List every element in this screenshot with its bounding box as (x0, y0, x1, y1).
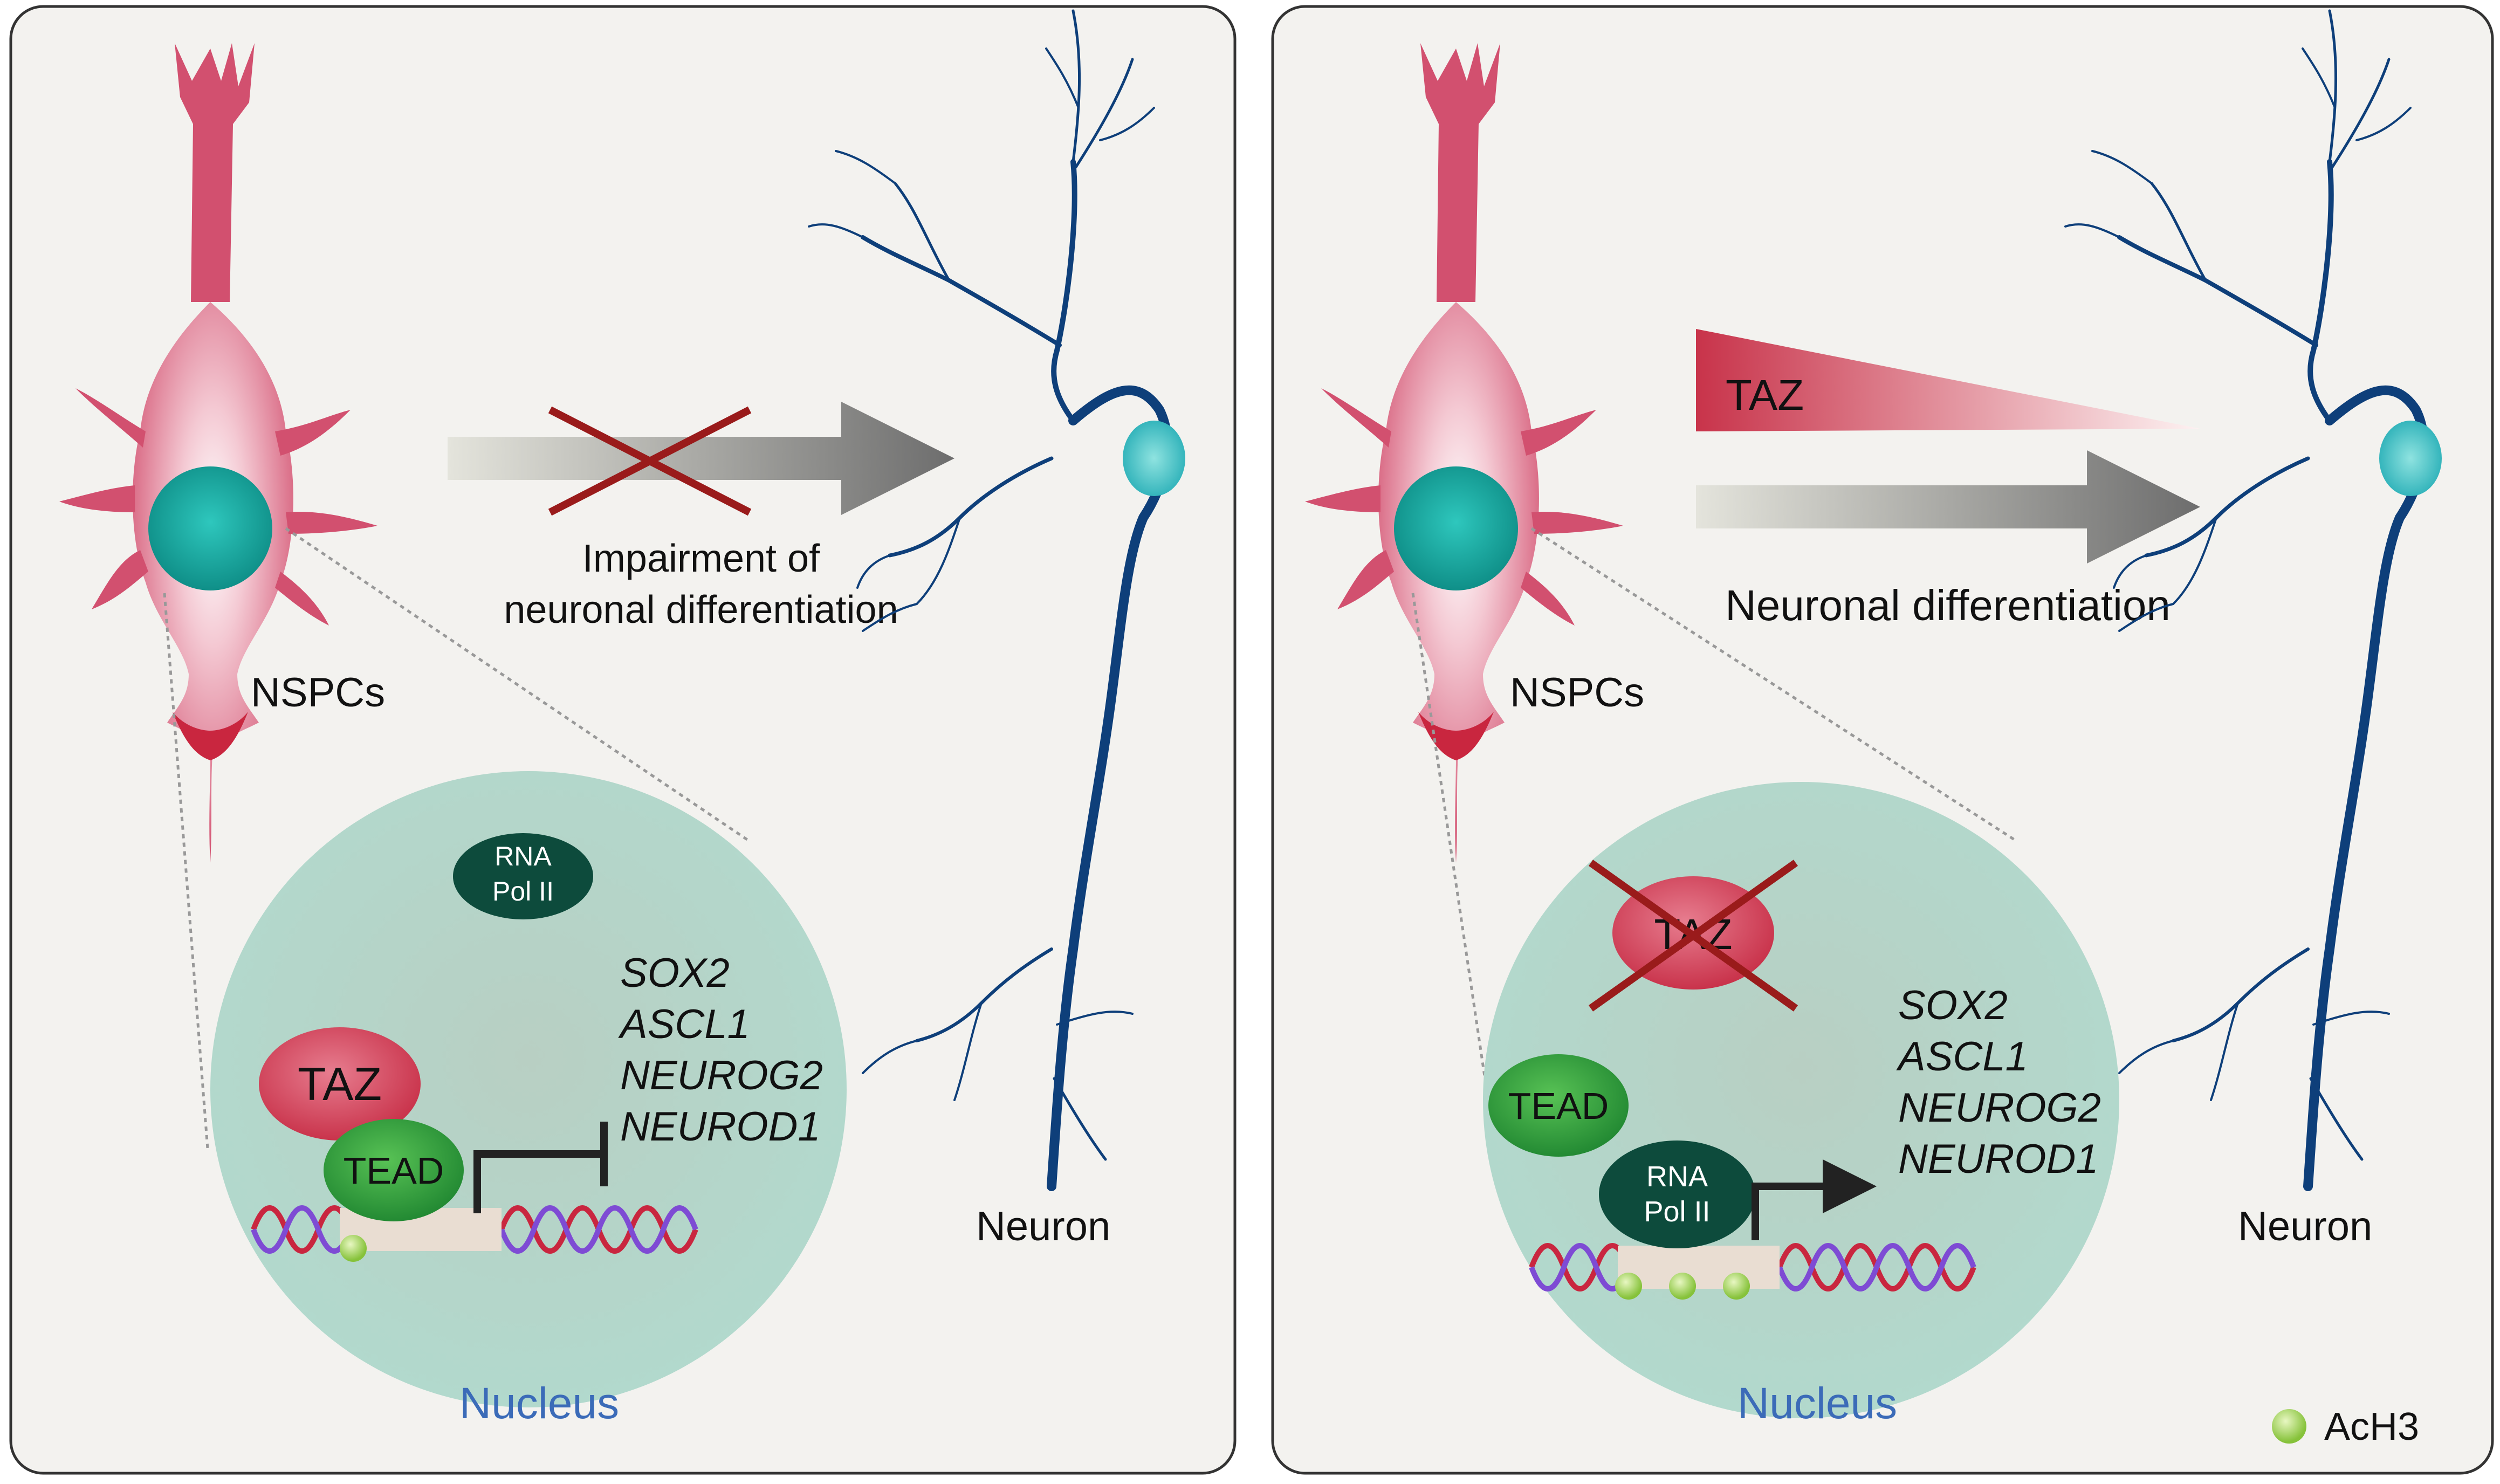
left-taz-protein (259, 1027, 421, 1141)
right-tead-protein (1488, 1054, 1629, 1157)
right-rna-pol-ii (1599, 1141, 1755, 1248)
right-rna-pol-line2: Pol II (1644, 1196, 1710, 1228)
right-promoter-region (1618, 1246, 1780, 1289)
right-zoom-line (1530, 527, 2018, 843)
left-differentiation-arrow (448, 402, 954, 515)
right-gene-neurog2: NEUROG2 (1898, 1085, 2101, 1131)
left-repression-symbol (473, 1122, 608, 1213)
left-ach3-dot (340, 1235, 367, 1262)
left-gene-ascl1: ASCL1 (618, 1001, 750, 1047)
left-arrow-label-line1: Impairment of (582, 537, 820, 580)
legend-ach3-label: AcH3 (2324, 1405, 2419, 1448)
left-neuron (809, 11, 1185, 1186)
right-neuron-label: Neuron (2238, 1204, 2372, 1249)
right-nspc-label: NSPCs (1510, 670, 1644, 716)
left-rna-pol-line2: Pol II (492, 876, 554, 906)
right-zoom-line (1411, 593, 1495, 1138)
right-taz-gradient-label: TAZ (1726, 371, 1804, 419)
right-nspc-nucleus (1394, 466, 1518, 590)
left-nucleus-label: Nucleus (459, 1379, 619, 1428)
right-activation-arrow (1752, 1159, 1877, 1240)
left-taz-label: TAZ (298, 1059, 382, 1110)
left-tead-label: TEAD (344, 1150, 444, 1192)
left-gene-neurod1: NEUROD1 (620, 1104, 821, 1150)
right-rna-pol-line1: RNA (1646, 1160, 1708, 1193)
left-tead-protein (324, 1119, 464, 1221)
right-arrow-label: Neuronal differentiation (1725, 581, 2171, 629)
left-nspc-cell (59, 43, 377, 863)
right-neuron (2065, 11, 2442, 1186)
legend: AcH3 (2272, 1405, 2419, 1448)
left-rna-pol-ii (453, 833, 593, 919)
left-nspc-label: NSPCs (251, 670, 385, 716)
right-zoom-nucleus: TAZ TEAD RNA Pol II (1483, 782, 2119, 1428)
right-tead-label: TEAD (1508, 1085, 1609, 1127)
left-gene-neurog2: NEUROG2 (620, 1053, 823, 1098)
left-arrow-label-line2: neuronal differentiation (504, 588, 898, 631)
left-neuron-nucleus (1123, 421, 1185, 496)
right-gene-ascl1: ASCL1 (1896, 1034, 2028, 1080)
right-taz-gradient (1696, 329, 2200, 431)
right-differentiation-arrow (1696, 450, 2200, 564)
left-block-cross-icon (548, 406, 752, 516)
right-ach3-dot (1669, 1273, 1696, 1300)
left-neuron-label: Neuron (976, 1204, 1110, 1249)
right-ach3-dot (1615, 1273, 1642, 1300)
right-nucleus-label: Nucleus (1737, 1379, 1897, 1428)
right-taz-cross-icon (1588, 860, 1798, 1012)
right-nspc-cell (1305, 43, 1623, 863)
left-nspc-nucleus (148, 466, 272, 590)
left-panel: Impairment of neuronal differentiation N… (9, 5, 1237, 1475)
right-panel: TAZ Neuronal differentiation NSPCs Neuro… (1271, 5, 2494, 1475)
left-rna-pol-line1: RNA (494, 841, 552, 871)
right-gene-neurod1: NEUROD1 (1898, 1136, 2099, 1182)
right-gene-sox2: SOX2 (1898, 983, 2008, 1028)
right-dna-helix (1529, 1243, 1976, 1291)
left-dna-helix (251, 1205, 698, 1254)
right-neuron-nucleus (2379, 421, 2442, 496)
left-zoom-line (285, 527, 751, 843)
left-zoom-nucleus: RNA Pol II TAZ TEAD SOX2 ASCL1 NEUR (210, 771, 847, 1428)
right-ach3-dot (1723, 1273, 1750, 1300)
left-gene-sox2: SOX2 (620, 950, 730, 996)
legend-ach3-icon (2272, 1409, 2306, 1444)
left-zoom-line (163, 593, 209, 1149)
